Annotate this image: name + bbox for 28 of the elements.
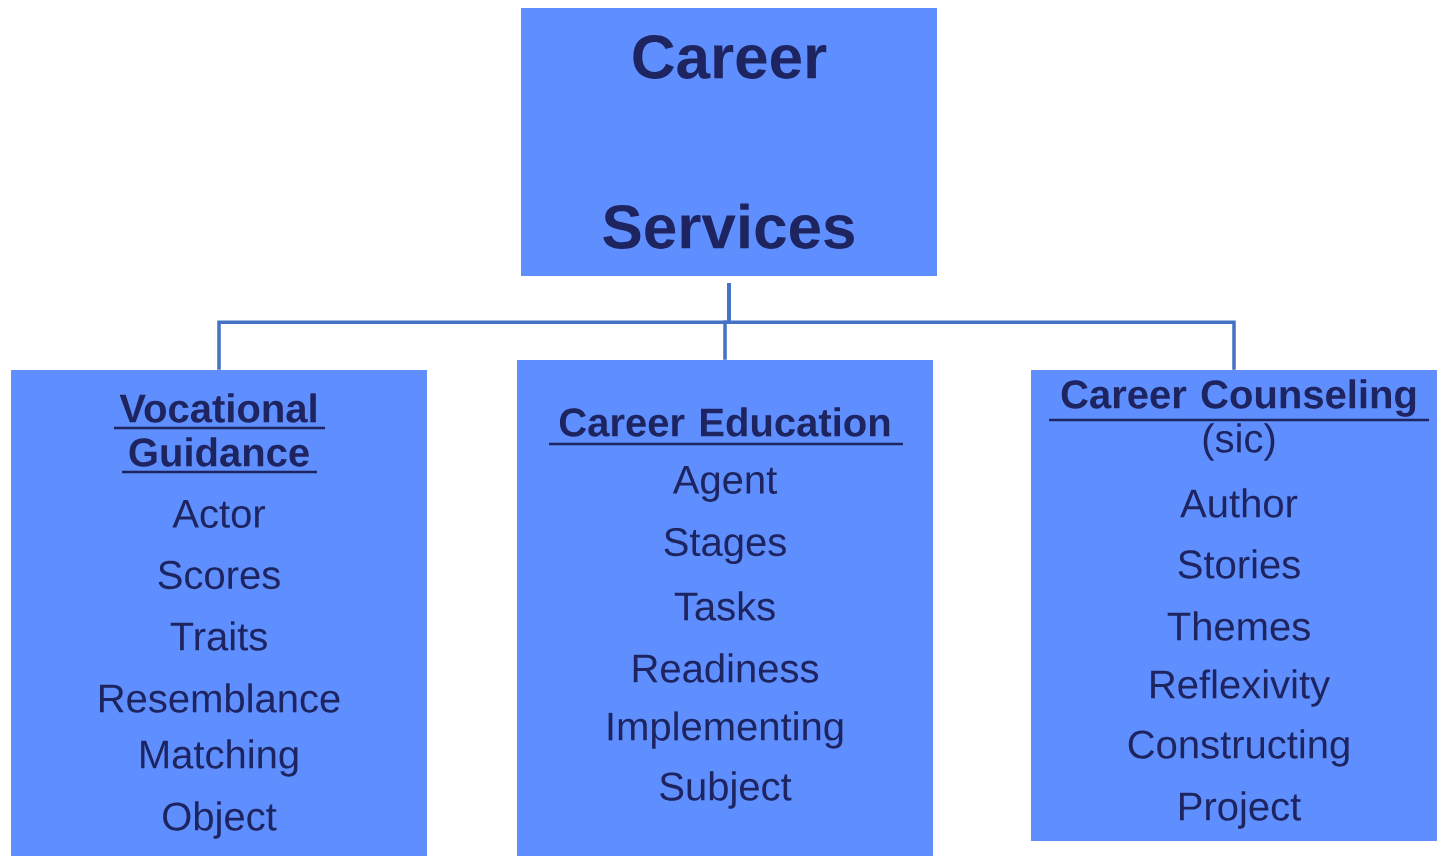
list-item: Stories (1178, 549, 1300, 579)
category-box (11, 370, 427, 856)
connector (727, 283, 1236, 370)
list-item: Subject (660, 771, 792, 809)
heading: Career Education (549, 407, 903, 446)
list-item: Stages (664, 527, 786, 565)
category-box (521, 8, 937, 276)
list-item: Reflexivity (1151, 669, 1331, 707)
list-item: (sic) (1203, 423, 1275, 461)
category-box (517, 360, 933, 856)
list-item: Implementing (608, 711, 843, 749)
heading: Career Counseling (1049, 379, 1429, 422)
list-item: Author (1180, 488, 1298, 518)
list-item: Tasks (674, 591, 775, 621)
title: Career Services (603, 35, 854, 249)
heading: Vocational Guidance (114, 393, 325, 474)
list-item: Readiness (633, 653, 818, 683)
list-item: Scores (158, 560, 280, 590)
list-item: Actor (172, 500, 266, 528)
category-box (1031, 370, 1437, 841)
list-item: Themes (1167, 611, 1310, 641)
list-item: Object (163, 801, 277, 839)
list-item: Resemblance (100, 683, 340, 713)
list-item: Project (1180, 791, 1301, 829)
list-item: Agent (672, 466, 777, 502)
list-item: Constructing (1128, 729, 1349, 767)
list-item: Matching (141, 739, 298, 777)
list-item: Traits (170, 621, 267, 651)
